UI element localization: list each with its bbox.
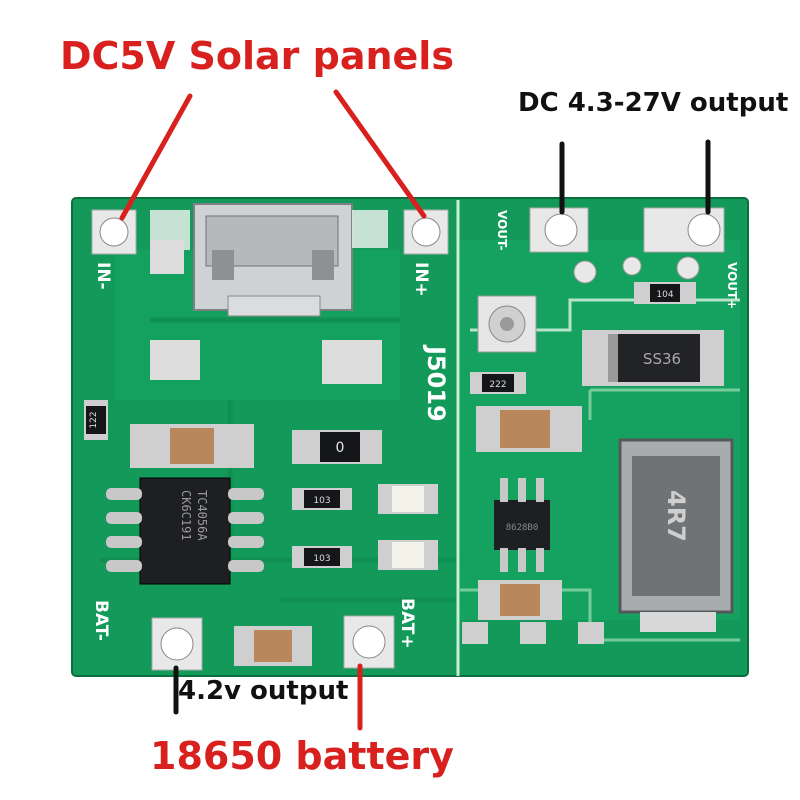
resistor-103b-label: 103: [313, 554, 330, 564]
charger-ic-label: TC4056A: [195, 490, 209, 541]
label-vout-minus: VOUT-: [495, 210, 509, 250]
silkscreen: IN- IN+ J5019 BAT- BAT+ VOUT- VOUT+: [91, 210, 739, 649]
battery-caption: 18650 battery: [150, 734, 454, 778]
inductor-label: 4R7: [662, 490, 690, 542]
resistors: 0 103 103 122 222 104: [84, 282, 696, 568]
label-vout-plus: VOUT+: [725, 262, 739, 309]
arrow-solar-plus: [333, 89, 427, 219]
capacitors: [130, 406, 582, 666]
resistor-0-label: 0: [336, 440, 345, 456]
arrow-solar-minus: [119, 93, 193, 221]
boost-output-caption: DC 4.3-27V output: [518, 88, 789, 118]
resistor-103a-label: 103: [313, 496, 330, 506]
usb-side-pads: [150, 240, 382, 384]
battery-pads: [151, 615, 395, 671]
resistor-222-label: 222: [489, 380, 506, 390]
label-in-minus: IN-: [93, 262, 113, 290]
trim-potentiometer: [477, 295, 537, 353]
label-in-plus: IN+: [411, 262, 431, 297]
resistor-122-label: 122: [89, 411, 99, 428]
solar-panel-caption: DC5V Solar panels: [60, 34, 454, 78]
pointer-lines: [119, 89, 711, 731]
resistor-104-label: 104: [656, 290, 673, 300]
bottom-right-pads: [462, 622, 604, 644]
diode-label: SS36: [643, 350, 681, 368]
inductor: 4R7: [618, 438, 734, 632]
battery-output-caption: 4.2v output: [178, 676, 349, 706]
diode: SS36: [582, 330, 724, 386]
leds: [378, 484, 438, 570]
board-model-label: J5019: [422, 344, 450, 422]
label-bat-minus: BAT-: [91, 600, 111, 641]
charger-ic-code: CK6C191: [179, 490, 193, 541]
charger-ic: TC4056A CK6C191: [106, 477, 264, 585]
boost-ic: 8628B0: [494, 478, 550, 572]
label-bat-plus: BAT+: [397, 598, 417, 649]
output-pads: [529, 207, 725, 284]
input-pads: [91, 209, 449, 255]
boost-ic-label: 8628B0: [506, 523, 539, 533]
